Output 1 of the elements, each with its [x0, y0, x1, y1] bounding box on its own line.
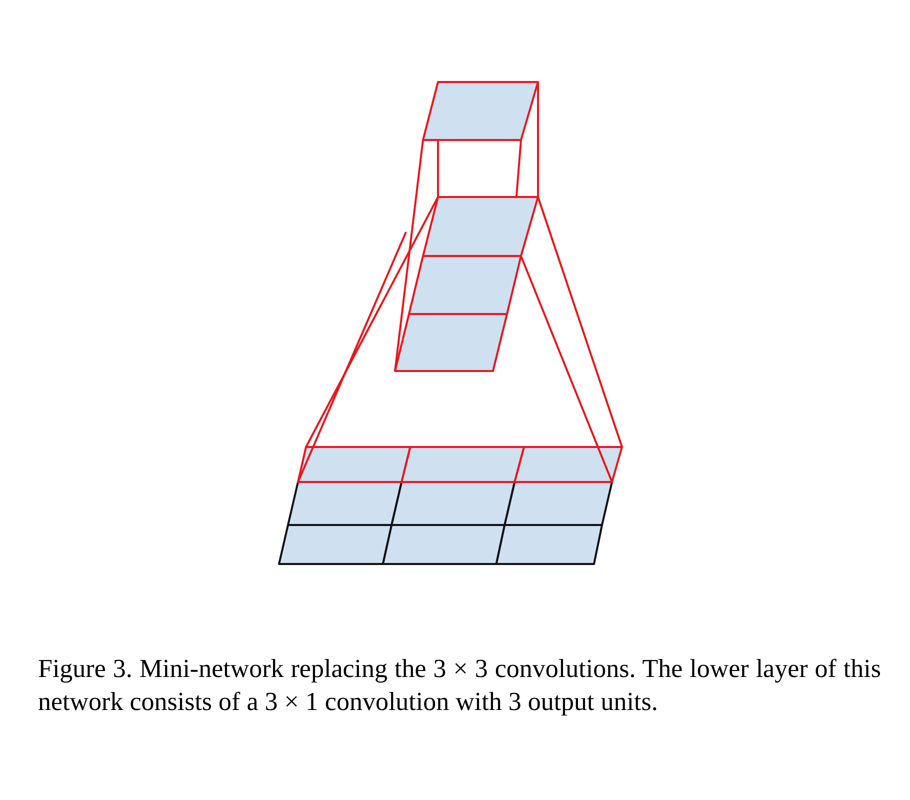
figure-caption: Figure 3. Mini-network replacing the 3 × 3 convolutions. The lower layer of this network consists of a 3 × 1 convolution with 3 output units.	[38, 653, 881, 718]
